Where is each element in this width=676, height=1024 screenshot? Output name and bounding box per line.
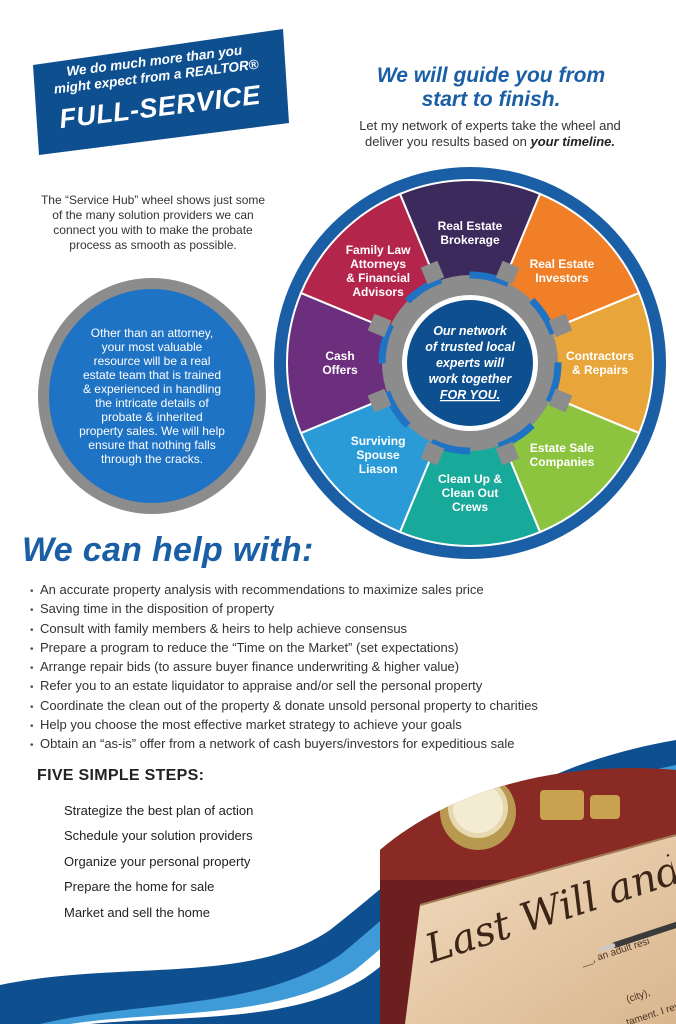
- wheel-segment-label: Contractors& Repairs: [566, 349, 634, 377]
- hub-center: [407, 300, 533, 426]
- full-service-banner: We do much more than you might expect fr…: [27, 27, 289, 155]
- banner-shape: [33, 29, 289, 155]
- list-item: •Prepare a program to reduce the “Time o…: [30, 639, 459, 655]
- gear-tooth: [495, 260, 520, 285]
- timeline-emphasis: your timeline.: [530, 134, 615, 149]
- gear-tooth: [367, 388, 392, 413]
- list-item: •Arrange repair bids (to assure buyer fi…: [30, 659, 460, 675]
- intro-line-2: of the many solution providers we can: [52, 208, 254, 222]
- list-item: •Obtain an “as-is” offer from a network …: [30, 736, 515, 752]
- gear-tooth: [367, 313, 392, 338]
- circle-line-2: your most valuable: [101, 340, 203, 354]
- intro-line-4: process as smooth as possible.: [69, 238, 237, 252]
- document-fine-2: (city),: [625, 987, 652, 1006]
- subline-2-prefix: deliver you results based on: [364, 134, 531, 149]
- gear-tooth: [420, 260, 445, 285]
- gear-tooth: [495, 441, 520, 466]
- document-fine-3: tament. I rev: [625, 1000, 676, 1024]
- subline-2: deliver you results based on your timeli…: [320, 134, 660, 150]
- circle-line-4: estate team that is trained: [82, 368, 222, 382]
- step-item-5: Market and sell the home: [64, 905, 210, 920]
- circle-line-1: Other than an attorney,: [90, 326, 214, 340]
- circle-line-8: property sales. We will help: [79, 424, 225, 438]
- list-item: •Refer you to an estate liquidator to ap…: [30, 678, 483, 694]
- intro-line-3: connect you with to make the probate: [53, 223, 253, 237]
- headline-line-1: We will guide you from: [376, 64, 606, 87]
- step-item-4: Prepare the home for sale: [64, 879, 215, 894]
- subline-1: Let my network of experts take the wheel…: [359, 118, 621, 133]
- help-title: We can help with:: [22, 531, 314, 569]
- circle-line-9: ensure that nothing falls: [88, 438, 216, 452]
- circle-line-5: & experienced in handling: [82, 382, 222, 396]
- circle-line-10: through the cracks.: [100, 452, 204, 466]
- help-list: •An accurate property analysis with reco…: [30, 580, 670, 754]
- gear-tooth: [548, 388, 573, 413]
- list-item: •Saving time in the disposition of prope…: [30, 601, 275, 617]
- list-item: •Consult with family members & heirs to …: [30, 620, 408, 636]
- intro-line-1: The “Service Hub” wheel shows just some: [40, 193, 266, 207]
- step-item-1: Strategize the best plan of action: [64, 803, 254, 818]
- step-item-2: Schedule your solution providers: [64, 828, 253, 843]
- attorney-circle: [38, 278, 266, 514]
- gear-tooth: [420, 441, 445, 466]
- gear-ring: [378, 271, 562, 455]
- circle-line-6: the intricate details of: [95, 396, 209, 410]
- headline-line-2: start to finish.: [421, 88, 561, 111]
- circle-line-3: resource will be a real: [93, 354, 211, 368]
- document-script: Last Will and: [420, 849, 676, 973]
- steps-title: FIVE SIMPLE STEPS:: [37, 767, 205, 784]
- circle-line-7: probate & inherited: [101, 410, 203, 424]
- list-item: •An accurate property analysis with reco…: [30, 582, 484, 597]
- step-item-3: Organize your personal property: [64, 854, 251, 869]
- list-item: •Coordinate the clean out of the propert…: [30, 697, 538, 713]
- list-item: •Help you choose the most effective mark…: [30, 717, 462, 733]
- gear-tooth: [548, 313, 573, 338]
- wheel-segment: [398, 360, 542, 547]
